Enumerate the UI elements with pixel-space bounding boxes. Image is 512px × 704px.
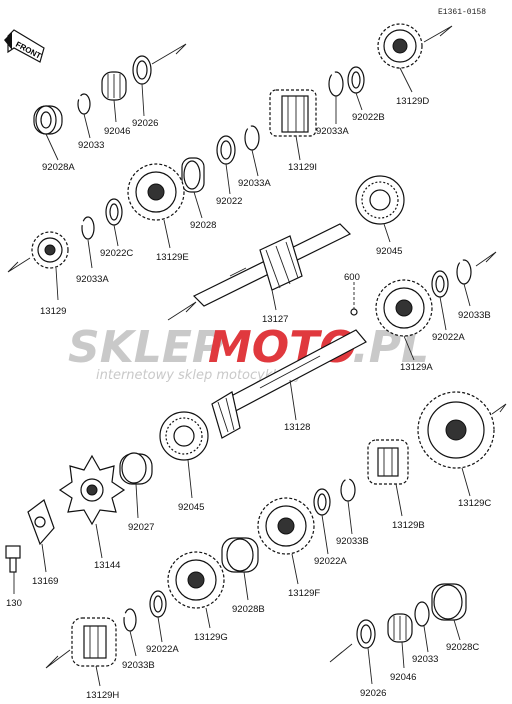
label-92033-top: 92033	[78, 140, 104, 151]
gear-13129H-icon	[71, 617, 117, 667]
gear-13129C-icon	[417, 391, 495, 469]
circlip-92033A-top-icon	[328, 71, 344, 97]
gear-13129F-icon	[257, 497, 315, 555]
label-92028B: 92028B	[232, 604, 265, 615]
label-13129B: 13129B	[392, 520, 425, 531]
label-92022: 92022	[216, 196, 242, 207]
washer-92033-bottom-icon	[414, 601, 430, 627]
label-92033B-bottom: 92033B	[122, 660, 155, 671]
label-130: 130	[6, 598, 22, 609]
shaft-13127-icon	[192, 223, 352, 307]
label-92022B: 92022B	[352, 112, 385, 123]
label-92022C: 92022C	[100, 248, 133, 259]
circlip-92033A-left-icon	[81, 216, 95, 240]
label-13127: 13127	[262, 314, 288, 325]
circlip-92033A-mid-icon	[244, 125, 260, 151]
label-13129H: 13129H	[86, 690, 119, 701]
label-13144: 13144	[94, 560, 120, 571]
bush-92028-icon	[181, 157, 205, 193]
label-92028: 92028	[190, 220, 216, 231]
label-13129D: 13129D	[396, 96, 429, 107]
circlip-92033B-bottom-icon	[123, 608, 137, 632]
label-92022A-bottom: 92022A	[146, 644, 179, 655]
collar-92027-icon	[119, 452, 153, 485]
label-92022A-mid: 92022A	[314, 556, 347, 567]
label-92028C: 92028C	[446, 642, 479, 653]
label-92033B-mid: 92033B	[336, 536, 369, 547]
label-13128: 13128	[284, 422, 310, 433]
label-92033A-mid: 92033A	[238, 178, 271, 189]
label-92033-bottom: 92033	[412, 654, 438, 665]
gear-13129A-icon	[375, 279, 433, 337]
label-92033A-left: 92033A	[76, 274, 109, 285]
watermark: SKLEP MOTO .PL internetowy sklep motocyk…	[68, 322, 429, 383]
circlip-92033-top-icon	[77, 93, 91, 115]
label-92046-top: 92046	[104, 126, 130, 137]
bearing-92045-low-icon	[159, 411, 209, 461]
bearing-92046-bottom-icon	[387, 613, 413, 643]
gear-13129-icon	[31, 231, 69, 269]
label-92045-low: 92045	[178, 502, 204, 513]
plate-13169-icon	[27, 499, 55, 546]
shaft-13128-icon	[211, 329, 367, 439]
gear-13129G-icon	[167, 551, 225, 609]
label-600: 600	[344, 272, 360, 283]
bush-92028B-icon	[221, 537, 259, 573]
pin-600-icon	[350, 308, 358, 316]
label-13129F: 13129F	[288, 588, 320, 599]
label-13129C: 13129C	[458, 498, 491, 509]
label-92026-bottom: 92026	[360, 688, 386, 699]
label-13129A: 13129A	[400, 362, 433, 373]
label-13129: 13129	[40, 306, 66, 317]
label-13169: 13169	[32, 576, 58, 587]
label-92027: 92027	[128, 522, 154, 533]
label-92028A: 92028A	[42, 162, 75, 173]
sprocket-13144-icon	[58, 454, 126, 526]
gear-13129I-icon	[269, 89, 317, 137]
gear-13129D-icon	[377, 23, 423, 69]
label-92033B-right: 92033B	[458, 310, 491, 321]
label-92026-top: 92026	[132, 118, 158, 129]
gear-13129E-icon	[127, 163, 185, 221]
bush-92028C-icon	[431, 583, 467, 621]
bolt-130-icon	[5, 545, 21, 573]
label-13129G: 13129G	[194, 632, 228, 643]
label-92046-bottom: 92046	[390, 672, 416, 683]
diagram-code: E1361-0158	[438, 8, 486, 17]
circlip-92033B-mid-icon	[340, 478, 356, 502]
bush-92028A-icon	[33, 105, 63, 135]
label-92033A-top: 92033A	[316, 126, 349, 137]
bearing-92045-top-icon	[355, 175, 405, 225]
circlip-92033B-right-icon	[456, 259, 472, 285]
label-13129I: 13129I	[288, 162, 317, 173]
label-92045-top: 92045	[376, 246, 402, 257]
watermark-brand-part1: SKLEP	[68, 322, 224, 373]
front-arrow-icon: FRONT	[4, 29, 45, 63]
label-92022A-right: 92022A	[432, 332, 465, 343]
bearing-92046-top-icon	[101, 71, 127, 101]
label-13129E: 13129E	[156, 252, 189, 263]
gear-13129B-icon	[367, 439, 409, 485]
watermark-tagline: internetowy sklep motocyklowy	[96, 368, 303, 383]
